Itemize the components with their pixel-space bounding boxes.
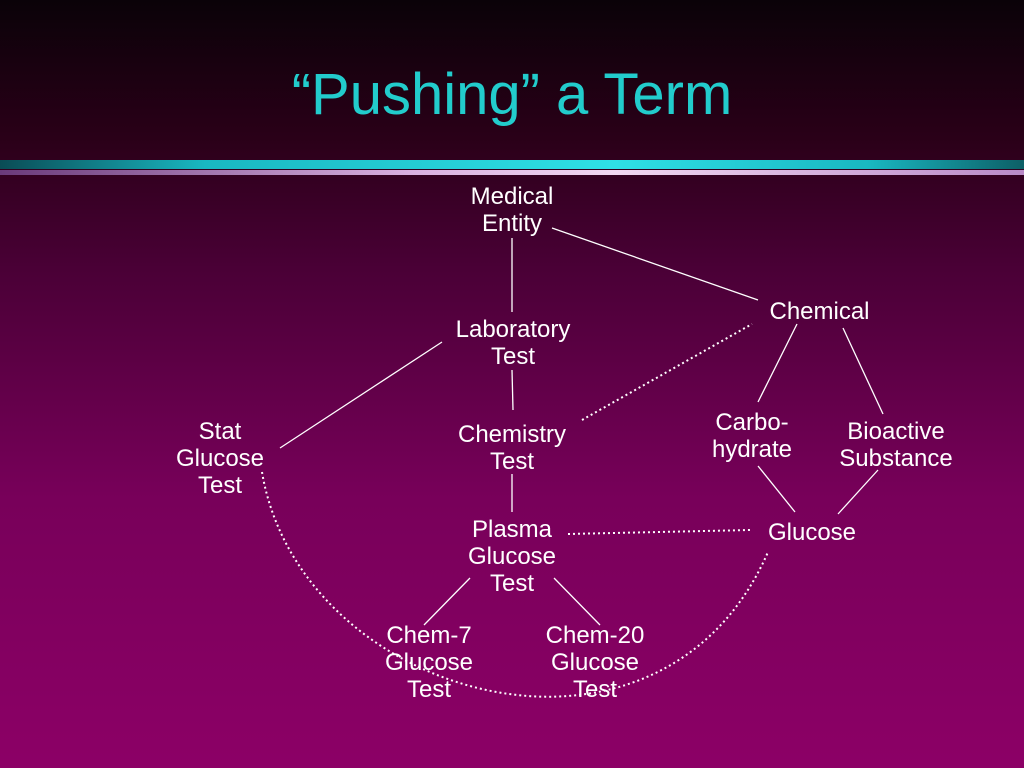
title-rule-cyan — [0, 160, 1024, 169]
edge-lab-chemistry — [511, 369, 514, 411]
node-carbohydrate: Carbo- hydrate — [711, 409, 793, 463]
node-laboratory-test: Laboratory Test — [455, 316, 571, 370]
node-chemistry-test: Chemistry Test — [457, 421, 566, 475]
node-chemical: Chemical — [769, 298, 870, 325]
node-chem20-glucose-test: Chem-20 Glucose Test — [545, 622, 645, 703]
edge-carbohydrate-glucose — [757, 465, 796, 513]
node-glucose: Glucose — [767, 519, 857, 546]
slide-title: “Pushing” a Term — [291, 62, 733, 127]
node-medical-entity: Medical Entity — [470, 183, 554, 237]
dotted-edge-chemistry-chemical — [581, 323, 753, 421]
edge-chemical-bioactive — [842, 327, 884, 415]
edge-bioactive-glucose — [837, 469, 879, 515]
edge-lab-stat — [279, 341, 443, 449]
edge-plasma-chem20 — [553, 577, 601, 626]
edge-plasma-chem7 — [423, 577, 471, 626]
title-rule-pink — [0, 170, 1024, 175]
node-bioactive-substance: Bioactive Substance — [839, 418, 953, 472]
edge-chemical-carbohydrate — [757, 323, 798, 403]
dotted-edge-plasma-glucose — [567, 529, 751, 535]
edge-medical-chemical — [551, 227, 759, 301]
node-stat-glucose-test: Stat Glucose Test — [175, 418, 265, 499]
node-chem7-glucose-test: Chem-7 Glucose Test — [384, 622, 474, 703]
node-plasma-glucose-test: Plasma Glucose Test — [467, 516, 557, 597]
